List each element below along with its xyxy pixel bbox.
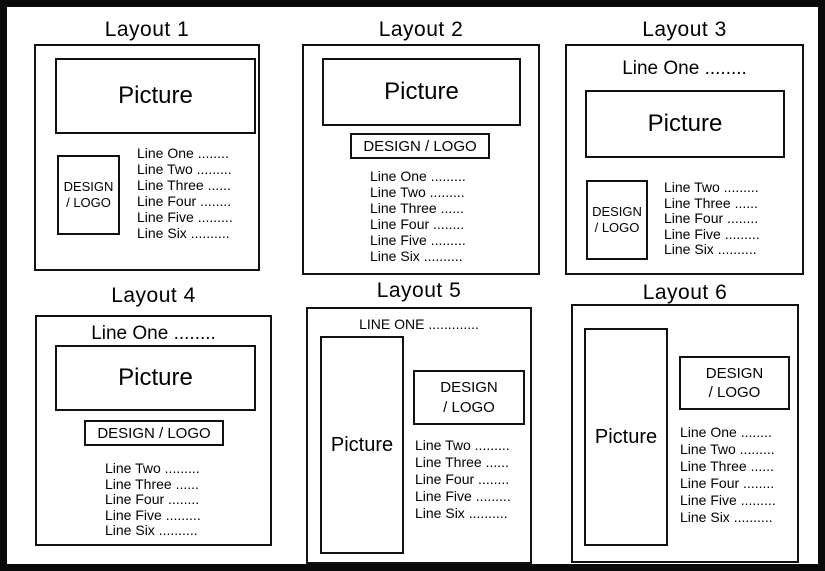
layout6-logo-line1: DESIGN [705, 364, 764, 382]
text-line: Line Five ......... [370, 232, 466, 248]
text-line: Line Three ...... [680, 458, 774, 474]
text-line: Line Two ......... [680, 441, 775, 457]
layout6-picture-box: Picture [584, 328, 668, 546]
text-line: Line Three ...... [137, 177, 231, 193]
text-line: Line Three ...... [370, 200, 464, 216]
layout4-picture-box: Picture [55, 345, 256, 411]
layout1-picture-box: Picture [55, 58, 256, 134]
layout2-title: Layout 2 [378, 18, 464, 41]
layout5-title: Layout 5 [376, 279, 462, 302]
layout3-logo-line2: / LOGO [594, 220, 640, 235]
layout6-panel: Picture DESIGN / LOGO Line One ........ … [571, 304, 799, 563]
text-line: Line Two ......... [137, 161, 232, 177]
text-line: Line Two ......... [664, 179, 759, 195]
layout5-logo-line2: / LOGO [443, 398, 495, 416]
layout2-picture-label: Picture [384, 78, 459, 105]
layout4-logo-box: DESIGN / LOGO [84, 420, 224, 446]
text-line: Line Two ......... [415, 437, 510, 453]
text-line: Line Five ......... [415, 488, 511, 504]
layout3-text-lines: Line Two ......... Line Three ...... Lin… [664, 179, 760, 258]
layout1-logo-box: DESIGN / LOGO [57, 155, 120, 235]
layout6-logo-line2: / LOGO [708, 384, 761, 401]
layout5-picture-box: Picture [320, 336, 404, 554]
layout3-picture-label: Picture [647, 110, 723, 137]
layout4-panel: Line One ........ Picture DESIGN / LOGO … [35, 315, 272, 546]
text-line: Line Three ...... [664, 194, 758, 211]
layout6-text-lines: Line One ........ Line Two ......... Lin… [680, 424, 776, 526]
layout4-line-one-heading: Line One ........ [91, 323, 216, 344]
layout3-picture-box: Picture [585, 90, 785, 158]
layout5-logo-box: DESIGN / LOGO [413, 370, 525, 425]
text-line: Line Six .......... [137, 225, 230, 241]
layout6-title: Layout 6 [642, 281, 728, 304]
layout5-text-lines: Line Two ......... Line Three ...... Lin… [415, 437, 511, 522]
text-line: Line Five ......... [664, 225, 760, 242]
layout6-logo-box: DESIGN / LOGO [679, 356, 790, 410]
text-line: Line Four ........ [680, 475, 775, 491]
layout5-line-one-heading: LINE ONE ............. [359, 316, 479, 332]
text-line: Line Two ......... [105, 460, 200, 476]
layout1-title: Layout 1 [104, 18, 190, 41]
layout3-panel: Line One ........ Picture DESIGN / LOGO … [565, 44, 804, 275]
layout2-logo-box: DESIGN / LOGO [350, 133, 490, 159]
layout5-panel: LINE ONE ............. Picture DESIGN / … [306, 307, 532, 564]
text-line: Line Five ......... [137, 209, 233, 225]
text-line: Line Six .......... [680, 509, 773, 525]
text-line: Line Five ......... [680, 492, 776, 508]
layout4-picture-label: Picture [118, 364, 193, 391]
layout4-logo-line1: DESIGN / LOGO [97, 424, 211, 442]
text-line: Line Four ........ [370, 216, 465, 232]
layout6-picture-label: Picture [594, 425, 658, 448]
layout3-line-one-heading: Line One ........ [622, 58, 747, 79]
text-line: Line Two ......... [370, 184, 465, 200]
layout1-text-lines: Line One ........ Line Two ......... Lin… [137, 145, 233, 241]
text-line: Line Four ........ [137, 193, 232, 209]
layout3-logo-box: DESIGN / LOGO [586, 180, 648, 260]
layout4-text-lines: Line Two ......... Line Three ...... Lin… [105, 460, 201, 539]
layout2-logo-line1: DESIGN / LOGO [363, 137, 477, 155]
text-line: Line Four ........ [105, 491, 200, 507]
layout3-logo-line1: DESIGN [592, 203, 642, 219]
layout2-text-lines: Line One ......... Line Two ......... Li… [370, 168, 466, 264]
text-line: Line One ........ [137, 145, 229, 161]
text-line: Line Six .......... [664, 241, 757, 257]
layout2-picture-box: Picture [322, 58, 521, 126]
layout1-panel: Picture DESIGN / LOGO Line One ........ … [34, 44, 260, 271]
text-line: Line Six .......... [415, 505, 508, 521]
text-line: Line Four ........ [664, 210, 759, 226]
layout3-title: Layout 3 [642, 18, 727, 41]
layout1-logo-line2: / LOGO [66, 195, 111, 210]
text-line: Line Four ........ [415, 471, 510, 487]
text-line: Line Six .......... [370, 248, 463, 264]
text-line: Line One ........ [680, 424, 772, 440]
text-line: Line Five ......... [105, 506, 201, 523]
layout2-panel: Picture DESIGN / LOGO Line One .........… [302, 44, 540, 275]
text-line: Line One ......... [370, 168, 466, 184]
layout1-picture-label: Picture [118, 82, 193, 109]
layout5-logo-line1: DESIGN [440, 379, 498, 396]
text-line: Line Six .......... [105, 522, 198, 538]
layout1-logo-line1: DESIGN [63, 178, 114, 194]
layout4-title: Layout 4 [111, 284, 196, 307]
text-line: Line Three ...... [415, 454, 509, 470]
layout5-picture-label: Picture [330, 433, 394, 456]
text-line: Line Three ...... [105, 475, 199, 492]
